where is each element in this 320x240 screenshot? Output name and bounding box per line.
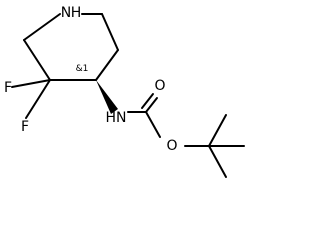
- carbonyl-oxygen-label: O: [154, 78, 165, 94]
- fluorine-label-2: F: [21, 119, 29, 135]
- ring-nh-hydrogen-label: H: [71, 5, 82, 21]
- bond-c3-c2: [23, 39, 51, 81]
- carbamate-bonds: [127, 93, 245, 178]
- amide-nitrogen-label: HN: [106, 110, 127, 126]
- bond-nh-c2: [23, 13, 61, 41]
- bond-c3-f2: [25, 79, 51, 119]
- bond-carbonyl-oxygen: [145, 111, 161, 138]
- carbonyl-double-bond-2: [141, 93, 154, 109]
- stereo-wedge-bond: [96, 80, 118, 114]
- chemical-structure: N H F F &1 HN O O: [4, 5, 245, 178]
- ester-oxygen-label: O: [166, 138, 177, 154]
- piperidine-ring-bonds: [23, 13, 119, 81]
- ring-nitrogen-label: N: [61, 5, 71, 21]
- bond-c3-f1: [11, 79, 51, 88]
- fluorine-label-1: F: [4, 80, 12, 96]
- stereo-flag-label: &1: [76, 64, 89, 74]
- difluoro-bonds: [11, 79, 51, 119]
- bond-c6-c5: [101, 13, 119, 51]
- atom-labels: N H F F &1 HN O O: [4, 5, 178, 154]
- carbonyl-double-bond-1: [145, 97, 158, 113]
- bond-tert-carbon-methyl-down: [208, 145, 227, 178]
- bond-tert-carbon-methyl-up: [208, 114, 227, 147]
- bond-c5-c4: [95, 49, 119, 81]
